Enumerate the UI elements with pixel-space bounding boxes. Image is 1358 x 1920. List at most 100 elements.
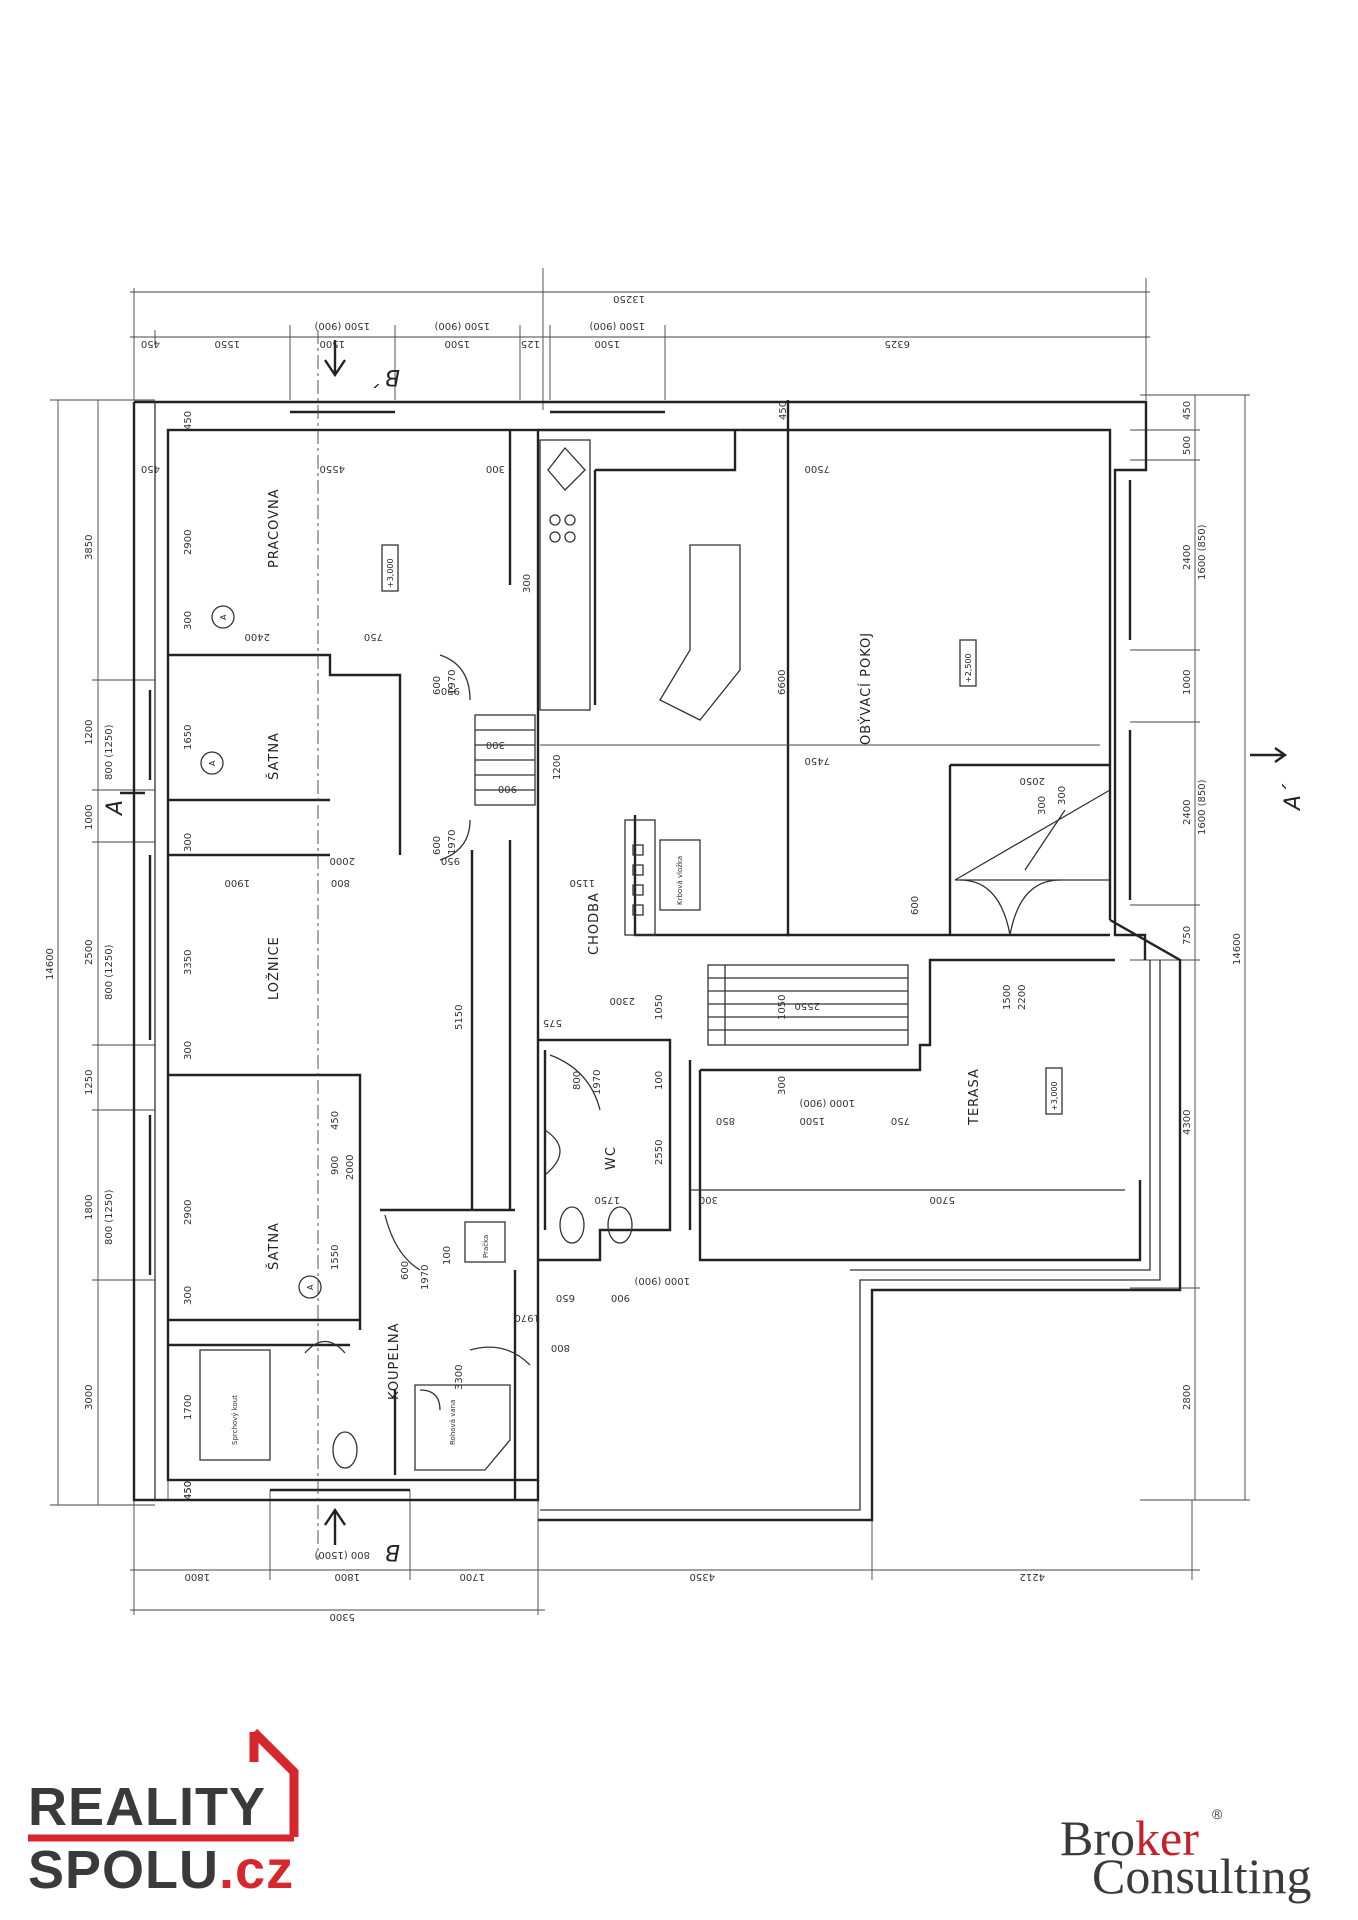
dimension-label: 300	[777, 1076, 788, 1095]
dimension-label: 6600	[777, 670, 788, 695]
dimension-label: 1900	[225, 877, 250, 888]
dimension-label: 4300	[1182, 1110, 1193, 1135]
dimension-label: 1500	[320, 338, 345, 349]
dimension-label: 1150	[570, 877, 595, 888]
dimension-label: 2550	[654, 1140, 665, 1165]
dimension-label: 100	[442, 1246, 453, 1265]
dimension-label: 800 (1500)	[314, 1549, 370, 1560]
dimension-label: 2900	[183, 530, 194, 555]
dimension-label: 1970	[515, 1312, 540, 1323]
dimension-label: 1970	[447, 670, 458, 695]
dimension-label: 600	[400, 1261, 411, 1280]
registered-mark: ®	[1212, 1806, 1223, 1822]
room-wc: WC	[604, 1146, 619, 1170]
dimension-label: 1500 (900)	[314, 320, 370, 331]
dimension-label: 450	[183, 1481, 194, 1500]
dimension-label: 300	[486, 739, 505, 750]
consulting-text: Consulting	[1092, 1848, 1312, 1904]
dimension-label: 1600 (850)	[1197, 524, 1208, 580]
dimension-label: 14600	[1232, 933, 1243, 965]
dimension-label: 2800	[1182, 1385, 1193, 1410]
dimension-label: 850	[716, 1115, 735, 1126]
dimension-label: 1600 (850)	[1197, 779, 1208, 835]
dimension-label: 1000	[84, 805, 95, 830]
dims-bottom: 1800 1800 1700 4350 4212 5300 800 (1500)	[185, 1549, 1045, 1622]
dimension-label: 800 (1250)	[104, 724, 115, 780]
dimension-label: 3850	[84, 535, 95, 560]
dimension-label: 1500 (900)	[434, 320, 490, 331]
dimension-label: 1800	[335, 1571, 360, 1582]
dimension-label: 1750	[595, 1194, 620, 1205]
dimension-label: 2550	[795, 1000, 820, 1011]
room-koupelna: KOUPELNA	[387, 1323, 402, 1400]
room-loznice: LOŽNICE	[266, 936, 282, 1000]
dimension-label: 1200	[84, 720, 95, 745]
dimension-label: 5700	[930, 1194, 955, 1205]
dimension-label: 7500	[805, 463, 830, 474]
dimension-label: 600	[432, 836, 443, 855]
level-markers: +3,000 +2,500 +3,000	[381, 544, 1063, 1115]
dimension-label: 3350	[183, 950, 194, 975]
dimension-label: 2050	[1020, 775, 1045, 786]
dimension-label: 1500	[595, 338, 620, 349]
section-circle-a3: A	[306, 1284, 315, 1290]
dimension-label: 1550	[330, 1245, 341, 1270]
section-circle-a1: A	[219, 614, 228, 620]
level-obyvaci: +2,500	[964, 653, 973, 683]
dimension-label: 3000	[84, 1385, 95, 1410]
fixture-rohova-vana: Rohová vana	[449, 1400, 457, 1445]
dimension-label: 800	[551, 1342, 570, 1353]
dimension-label: 450	[330, 1111, 341, 1130]
dimension-label: 900	[330, 1156, 341, 1175]
dimension-label: 600	[910, 896, 921, 915]
fixture-sprchovy-kout: Sprchový kout	[231, 1395, 239, 1445]
dimension-label: 1970	[592, 1070, 603, 1095]
walls	[120, 330, 1288, 1560]
broker-text: Broker	[1060, 1810, 1199, 1866]
dimension-label: 1970	[420, 1265, 431, 1290]
dimension-label: 300	[183, 1286, 194, 1305]
dimension-label: 1500 (900)	[589, 320, 645, 331]
broker-consulting-logo: Broker ® Consulting	[1056, 1800, 1356, 1910]
dimension-label: 3300	[454, 1365, 465, 1390]
dimension-label: 1250	[84, 1070, 95, 1095]
room-pracovna: PRACOVNA	[267, 488, 282, 568]
dimension-label: 125	[521, 338, 540, 349]
dimension-label: 800 (1250)	[104, 1189, 115, 1245]
section-b-top: B´	[373, 364, 400, 389]
dimension-label: 1000	[1182, 670, 1193, 695]
dimension-label: 300	[183, 1041, 194, 1060]
dimension-label: 4212	[1020, 1571, 1045, 1582]
dims-top: 13250 450 1550 1500 1500 125 1500 6325 1…	[141, 293, 910, 349]
fixture-labels: Sprchový kout Rohová vana Pračka Krbová …	[231, 856, 684, 1445]
dimension-label: 450	[183, 411, 194, 430]
dimension-label: 950	[441, 855, 460, 866]
dimension-label: 300	[1057, 786, 1068, 805]
dimension-label: 800	[331, 877, 350, 888]
dimension-label: 6325	[885, 338, 910, 349]
dimension-label: 1700	[183, 1395, 194, 1420]
dimension-label: 100	[654, 1071, 665, 1090]
dimension-label: 1700	[460, 1571, 485, 1582]
dimension-label: 800 (1250)	[104, 944, 115, 1000]
dimension-label: 1000 (900)	[799, 1097, 855, 1108]
dimension-label: 5300	[330, 1611, 355, 1622]
dimension-label: 14600	[45, 948, 56, 980]
dimension-label: 4550	[320, 463, 345, 474]
dimension-label: 1050	[777, 995, 788, 1020]
dimension-label: 2900	[183, 1200, 194, 1225]
section-a-left: A	[103, 800, 128, 817]
dimension-label: 4350	[690, 1571, 715, 1582]
fixture-pracka: Pračka	[482, 1235, 490, 1258]
dimension-label: 7450	[805, 755, 830, 766]
dimension-label: 300	[699, 1194, 718, 1205]
dimension-label: 1050	[654, 995, 665, 1020]
section-b-bottom: B	[385, 1539, 400, 1564]
section-marks: A A´ B´ B A A A	[103, 364, 1306, 1564]
dimension-label: 2500	[84, 940, 95, 965]
dimension-label: 1500	[445, 338, 470, 349]
dimension-label: 1800	[185, 1571, 210, 1582]
dimension-label: 450	[141, 338, 160, 349]
dimension-label: 1200	[552, 755, 563, 780]
dimension-label: 2400	[1182, 545, 1193, 570]
